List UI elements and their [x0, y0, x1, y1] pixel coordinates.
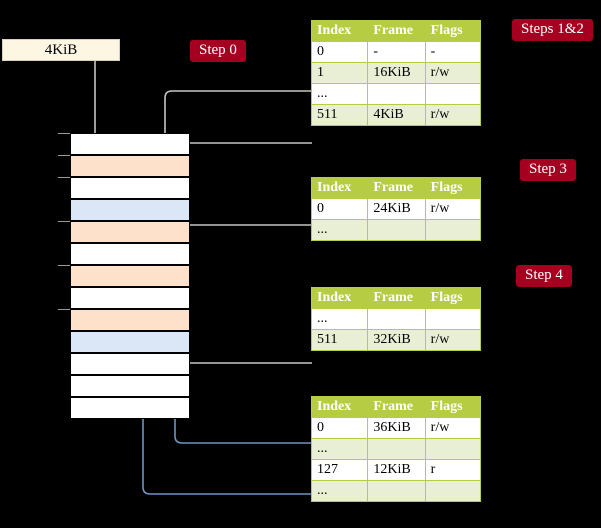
cell-flags [424, 480, 482, 502]
column-header-index: Index [310, 396, 369, 418]
column-header-flags: Flags [424, 396, 482, 418]
table-row: ... [310, 480, 482, 502]
table-row: ... [310, 438, 482, 460]
cell-flags: r/w [424, 104, 482, 126]
cell-flags: r/w [424, 417, 482, 439]
cell-index: ... [310, 308, 369, 330]
cell-flags: r/w [424, 198, 482, 220]
cell-flags [424, 308, 482, 330]
request-label: 4KiB [44, 41, 78, 58]
cell-index: 511 [310, 104, 369, 126]
cell-index: ... [310, 438, 369, 460]
cell-frame [367, 308, 426, 330]
cell-frame: 4KiB [367, 104, 426, 126]
memory-frame-11-free [70, 375, 190, 397]
cell-index: 511 [310, 329, 369, 351]
column-header-frame: Frame [367, 177, 426, 199]
wire-l1-24kib-to-frame [177, 224, 312, 262]
badge-step-4: Step 4 [516, 265, 572, 287]
cell-index: 127 [310, 459, 369, 481]
wire-l0-4kib-to-frame [172, 142, 312, 159]
request-box: 4KiB [2, 39, 120, 61]
memory-frame-12-free [70, 397, 190, 419]
badge-step-3: Step 3 [520, 159, 576, 181]
column-header-flags: Flags [424, 20, 482, 42]
memory-frame-tick [58, 309, 70, 310]
cell-flags [424, 438, 482, 460]
cell-frame [367, 83, 426, 105]
column-header-index: Index [310, 287, 369, 309]
memory-frame-tick [58, 133, 70, 134]
table-row: 0-- [310, 41, 482, 63]
memory-frame-tick [58, 177, 70, 178]
memory-frame-5-free [70, 243, 190, 265]
memory-frame-1-allocated [70, 155, 190, 177]
column-header-index: Index [310, 177, 369, 199]
cell-index: 1 [310, 62, 369, 84]
cell-frame [367, 438, 426, 460]
cell-index: 0 [310, 198, 369, 220]
wire-l2-32kib-to-frame [174, 308, 312, 364]
cell-flags [424, 83, 482, 105]
cell-frame: 24KiB [367, 198, 426, 220]
memory-frame-7-free [70, 287, 190, 309]
memory-frame-3-pagetable [70, 199, 190, 221]
cell-frame [367, 480, 426, 502]
cell-flags: - [424, 41, 482, 63]
cell-frame: 12KiB [367, 459, 426, 481]
memory-frame-tick [58, 221, 70, 222]
wire-l3-36kib-to-pagetable [168, 332, 312, 444]
table-row: ... [310, 83, 482, 105]
column-header-flags: Flags [424, 287, 482, 309]
cell-frame: - [367, 41, 426, 63]
cell-frame: 36KiB [367, 417, 426, 439]
memory-frame-tick [58, 155, 70, 156]
cell-index: 0 [310, 41, 369, 63]
badge-steps-1-2: Steps 1&2 [512, 19, 593, 41]
physical-memory-column [58, 133, 190, 419]
memory-frame-2-free [70, 177, 190, 199]
column-header-frame: Frame [367, 287, 426, 309]
cell-index: ... [310, 219, 369, 241]
cell-frame: 32KiB [367, 329, 426, 351]
cell-frame [367, 219, 426, 241]
badge-step-0: Step 0 [190, 40, 246, 62]
cell-flags [424, 219, 482, 241]
column-header-flags: Flags [424, 177, 482, 199]
table-row: ... [310, 308, 482, 330]
table-row: ... [310, 219, 482, 241]
memory-frame-10-free [70, 353, 190, 375]
memory-frame-8-allocated [70, 309, 190, 331]
memory-frame-9-pagetable [70, 331, 190, 353]
cell-flags: r [424, 459, 482, 481]
column-header-frame: Frame [367, 396, 426, 418]
cell-index: ... [310, 83, 369, 105]
memory-frame-0-free [70, 133, 190, 155]
cell-frame: 16KiB [367, 62, 426, 84]
cell-index: 0 [310, 417, 369, 439]
memory-frame-6-allocated [70, 265, 190, 287]
memory-frame-4-allocated [70, 221, 190, 243]
cell-flags: r/w [424, 329, 482, 351]
column-header-frame: Frame [367, 20, 426, 42]
cell-flags: r/w [424, 62, 482, 84]
memory-frame-tick [58, 265, 70, 266]
cell-index: ... [310, 480, 369, 502]
column-header-index: Index [310, 20, 369, 42]
